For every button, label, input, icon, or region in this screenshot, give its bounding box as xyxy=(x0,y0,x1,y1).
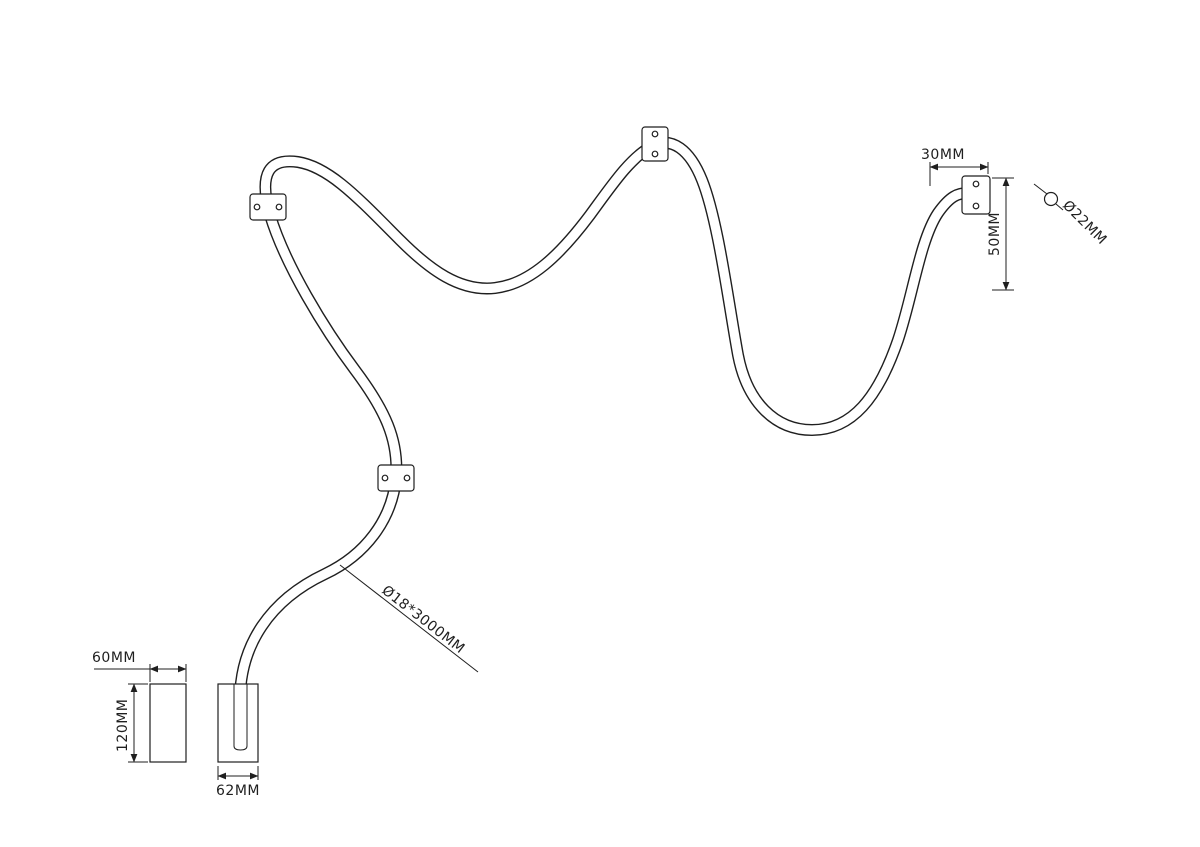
dim-label-120mm: 120MM xyxy=(115,699,131,752)
screw-icon xyxy=(651,130,659,138)
screw-icon xyxy=(651,150,659,158)
dim-label-30mm: 30MM xyxy=(921,147,965,163)
dim-label-50mm: 50MM xyxy=(987,212,1003,256)
dimension-bracket-width: 30MM xyxy=(921,147,989,186)
screw-icon xyxy=(253,203,261,211)
end-cap-detail: Ø22MM xyxy=(1033,183,1110,249)
mounting-clip-top-middle xyxy=(641,126,669,162)
dimension-driver-height: 120MM xyxy=(115,683,148,763)
dim-label-tube-spec: Ø18*3000MM xyxy=(379,583,468,658)
mounting-clip-end xyxy=(961,175,991,215)
flexible-tube xyxy=(234,136,969,701)
screw-icon xyxy=(972,180,980,188)
tube-inner xyxy=(235,138,969,701)
dimension-tube-spec: Ø18*3000MM xyxy=(339,564,479,673)
dimension-bracket-drop: 50MM xyxy=(987,177,1014,291)
dim-label-60mm: 60MM xyxy=(92,650,136,666)
dim-label-62mm: 62MM xyxy=(216,783,260,799)
driver-side-view xyxy=(149,683,187,763)
mounting-clip-top-left xyxy=(249,193,287,221)
dim-label-22mm: Ø22MM xyxy=(1059,198,1110,249)
screw-icon xyxy=(972,202,980,210)
screw-icon xyxy=(381,474,389,482)
tube-outer xyxy=(234,136,969,701)
screw-icon xyxy=(275,203,283,211)
dimension-driver-depth: 62MM xyxy=(216,766,260,799)
driver-front-view xyxy=(217,683,259,763)
mounting-clip-middle xyxy=(377,464,415,492)
dimension-driver-width: 60MM xyxy=(92,650,187,682)
tube-insert xyxy=(233,684,248,751)
screw-icon xyxy=(403,474,411,482)
end-cap-circle xyxy=(1043,191,1059,207)
